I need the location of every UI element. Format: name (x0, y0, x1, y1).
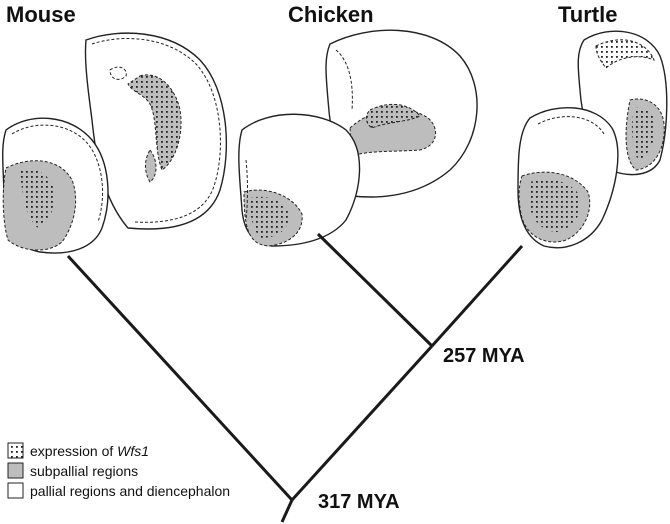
branch-chicken (316, 232, 434, 348)
legend-label-pallial: pallial regions and diencephalon (30, 483, 230, 499)
chicken-expression-patch (365, 103, 421, 129)
mouse-expression-patch (20, 168, 55, 228)
turtle-expression-patch-front (530, 179, 581, 232)
node-label-257: 257 MYA (443, 345, 525, 367)
legend-label-subpallial: subpallial regions (30, 463, 138, 479)
legend-swatch-subpallial (7, 462, 24, 479)
species-label-mouse: Mouse (6, 2, 76, 27)
chicken-expression-patch-front (250, 196, 290, 238)
turtle-cortex-expression (595, 39, 655, 69)
branch-to-inner-node (290, 344, 434, 502)
chicken-brain-sections (238, 29, 478, 247)
turtle-brain-sections (517, 30, 668, 249)
turtle-expression-patch-back (631, 107, 656, 160)
legend-label-expression: expression of Wfs1 (30, 443, 149, 459)
species-label-chicken: Chicken (288, 2, 374, 27)
species-label-turtle: Turtle (558, 2, 617, 27)
phylogenetic-tree (66, 232, 524, 523)
mouse-hippocampus-sub (127, 74, 182, 171)
node-label-317: 317 MYA (318, 491, 400, 513)
branch-turtle (430, 244, 524, 348)
mouse-brain-sections (1, 32, 228, 254)
legend-swatch-expression (7, 442, 24, 459)
legend-swatch-pallial (7, 482, 24, 499)
branch-root-stem (280, 499, 294, 523)
branch-mouse (66, 254, 294, 502)
legend: expression of Wfs1 subpallial regions pa… (7, 442, 230, 499)
